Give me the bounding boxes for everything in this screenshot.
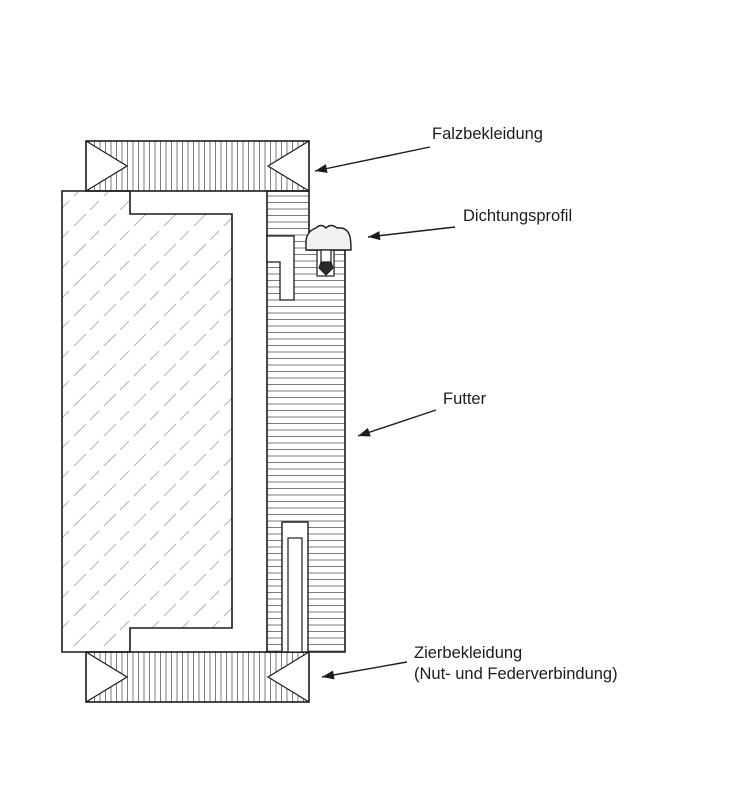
label-zierbekleidung-sub: (Nut- und Federverbindung) [414, 665, 618, 683]
wall-section [61, 190, 233, 653]
falzbekleidung-miter-left [86, 141, 127, 191]
tongue-groove-joint [281, 521, 309, 653]
zierbekleidung-miter-right [268, 652, 309, 702]
leader-futter [357, 409, 437, 437]
leader-zierbekleidung [321, 661, 408, 680]
seal-stem-barb [318, 261, 334, 276]
label-falzbekleidung: Falzbekleidung [432, 125, 543, 143]
label-dichtungsprofil: Dichtungsprofil [463, 207, 572, 225]
labels: Falzbekleidung Dichtungsprofil Futter Zi… [414, 125, 618, 683]
leader-falzbekleidung [314, 146, 431, 173]
zierbekleidung-miter-lines [85, 651, 310, 703]
falzbekleidung-outline [85, 140, 310, 192]
tongue [287, 537, 303, 653]
leader-dichtungsprofil [367, 226, 456, 241]
futter-cladding-joint-notch [266, 235, 295, 301]
seal-stem [320, 249, 332, 263]
zierbekleidung-outline [85, 651, 310, 703]
dichtungsprofil-part [305, 224, 352, 277]
zierbekleidung-miter-left [86, 652, 127, 702]
zierbekleidung-part [85, 651, 310, 703]
falzbekleidung-miter-lines [85, 140, 310, 192]
leader-lines [314, 146, 456, 680]
falzbekleidung-part [85, 140, 310, 192]
seal-cap [305, 224, 352, 251]
falzbekleidung-miter-right [268, 141, 309, 191]
label-zierbekleidung: Zierbekleidung [414, 644, 522, 662]
label-futter: Futter [443, 390, 487, 408]
